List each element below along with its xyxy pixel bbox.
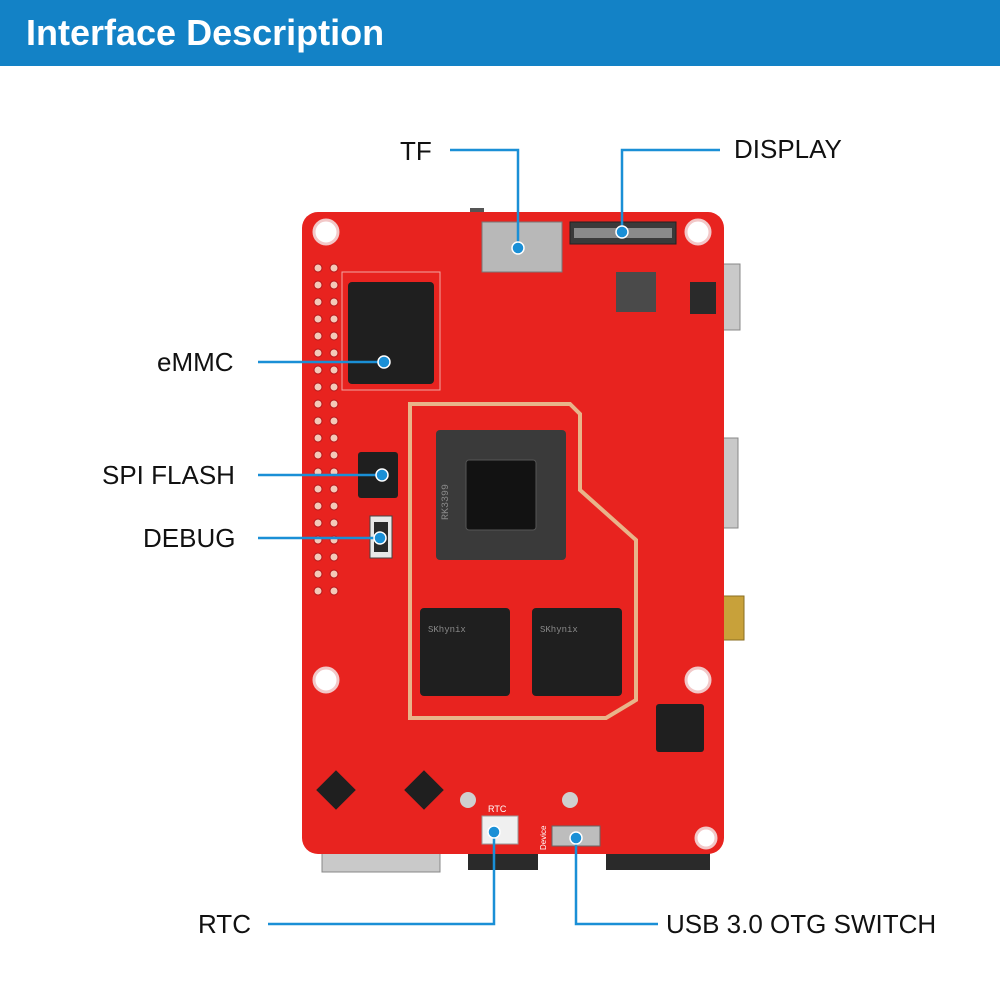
soc-marking: RK3399 xyxy=(441,484,452,520)
gpio-pin xyxy=(329,518,339,528)
gpio-pin xyxy=(313,416,323,426)
led-right xyxy=(562,792,578,808)
label-debug: DEBUG xyxy=(143,523,236,553)
header-bar: Interface Description xyxy=(0,0,1000,66)
gpio-pin xyxy=(329,263,339,273)
gpio-pin xyxy=(329,450,339,460)
antenna-connector xyxy=(721,595,745,641)
mount-hole xyxy=(684,666,712,694)
label-rtc: RTC xyxy=(198,909,251,939)
gpio-pin xyxy=(329,331,339,341)
gpio-pin xyxy=(329,501,339,511)
led-left xyxy=(460,792,476,808)
page-title: Interface Description xyxy=(26,12,385,53)
gpio-pin xyxy=(313,569,323,579)
ram-right-marking: SKhynix xyxy=(540,625,578,635)
gpio-pin xyxy=(329,433,339,443)
gpio-pin xyxy=(313,552,323,562)
gpio-pin xyxy=(329,586,339,596)
soc-area-outline xyxy=(408,402,638,720)
tf-callout-dot xyxy=(511,241,525,255)
emmc-callout-dot xyxy=(377,355,391,369)
rtc-callout-dot xyxy=(487,825,501,839)
mount-hole xyxy=(312,666,340,694)
mount-hole xyxy=(312,218,340,246)
display-callout-dot xyxy=(615,225,629,239)
ram-left-marking: SKhynix xyxy=(428,625,466,635)
gpio-pin xyxy=(329,484,339,494)
gpio-pin xyxy=(313,450,323,460)
ram-chip-right xyxy=(532,608,622,696)
inductor xyxy=(616,272,656,312)
callout-lines xyxy=(258,148,720,926)
hdmi-connector xyxy=(721,437,739,529)
gpio-pin xyxy=(313,484,323,494)
gpio-pin xyxy=(329,382,339,392)
gpio-pin xyxy=(313,382,323,392)
emmc-chip xyxy=(348,282,434,384)
ram-chip-left xyxy=(420,608,510,696)
label-emmc: eMMC xyxy=(157,347,234,377)
gpio-pin xyxy=(313,263,323,273)
gpio-pin xyxy=(313,314,323,324)
gpio-pin xyxy=(329,416,339,426)
gpio-pin xyxy=(313,518,323,528)
spi-flash-callout-dot xyxy=(375,468,389,482)
gpio-pin xyxy=(329,399,339,409)
gpio-pin xyxy=(313,365,323,375)
gpio-pin xyxy=(329,348,339,358)
qfn-chip xyxy=(656,704,704,752)
gpio-pin xyxy=(313,348,323,358)
gpio-pin xyxy=(313,280,323,290)
gpio-pin xyxy=(329,552,339,562)
label-spi-flash: SPI FLASH xyxy=(102,460,235,490)
button-right xyxy=(404,770,444,810)
pmic-chip xyxy=(690,282,716,314)
gpio-pin xyxy=(313,399,323,409)
mount-hole xyxy=(684,218,712,246)
usb-otg-callout-line xyxy=(574,838,658,926)
usb-otg-callout-dot xyxy=(569,831,583,845)
label-display: DISPLAY xyxy=(734,134,842,164)
gpio-pin xyxy=(329,280,339,290)
soc-die xyxy=(465,459,537,531)
mount-hole xyxy=(694,826,718,850)
display-callout-line xyxy=(620,148,720,232)
rtc-silkscreen: RTC xyxy=(488,804,507,814)
tf-callout-line xyxy=(450,148,520,248)
gpio-pin xyxy=(329,569,339,579)
label-tf: TF xyxy=(400,136,432,166)
debug-callout-dot xyxy=(373,531,387,545)
emmc-outline xyxy=(341,271,441,391)
gpio-pin xyxy=(329,365,339,375)
callout-dots xyxy=(373,225,629,845)
gpio-pin xyxy=(313,433,323,443)
gpio-pin xyxy=(313,501,323,511)
gpio-pin xyxy=(313,297,323,307)
gpio-pin xyxy=(329,314,339,324)
gpio-pin xyxy=(313,586,323,596)
gpio-pin xyxy=(329,297,339,307)
label-usb-otg-switch: USB 3.0 OTG SWITCH xyxy=(666,909,937,939)
gpio-pin xyxy=(313,331,323,341)
rtc-callout-line xyxy=(268,832,496,926)
switch-silkscreen: Device xyxy=(539,825,548,850)
button-left xyxy=(316,770,356,810)
